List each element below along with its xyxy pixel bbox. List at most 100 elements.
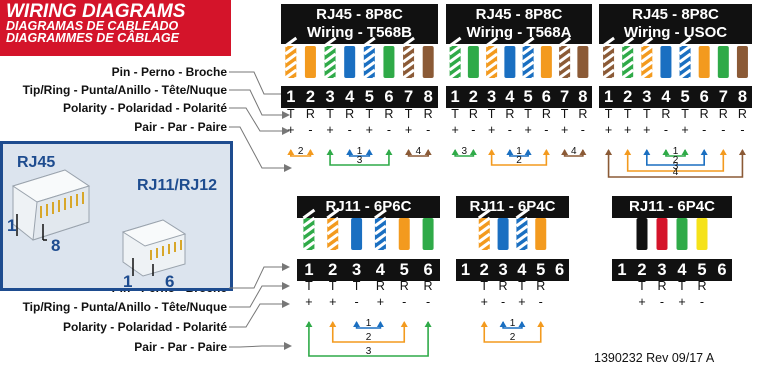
pin-number: 8	[578, 88, 588, 106]
pair-number: 1	[366, 318, 372, 329]
diagram-header-6: RJ11 - 6P4C	[612, 196, 732, 218]
polarity-cell: -	[544, 123, 549, 137]
wire-4	[660, 46, 672, 78]
polarity-cell: -	[538, 295, 543, 309]
polarity-cell: -	[721, 123, 726, 137]
polarity-cell: -	[425, 295, 431, 309]
tip-ring-cell: T	[678, 279, 686, 293]
wire-2	[304, 46, 316, 78]
pair-number: 4	[673, 167, 679, 178]
pair-number: 1	[673, 146, 679, 157]
pair-arrow: 1	[506, 146, 532, 157]
pair-arrow: 1	[346, 146, 373, 157]
pin-number: 3	[351, 261, 362, 279]
tip-ring-cell: R	[375, 279, 385, 293]
tip-ring-cell: R	[384, 107, 394, 121]
pin-number: 1	[286, 88, 296, 106]
wire-5	[362, 36, 376, 88]
polarity-cell: +	[305, 295, 313, 309]
diagram-header-5: RJ11 - 6P4C	[456, 196, 569, 218]
polarity-cell: +	[329, 295, 337, 309]
pair-arrow: 2	[480, 321, 545, 343]
diagram-title-line-1: RJ45 - 8P8C	[316, 6, 403, 23]
pair-arrow: 2	[488, 149, 550, 166]
pair-number: 3	[366, 346, 372, 357]
pin-number: 3	[642, 88, 652, 106]
polarity-cell: +	[518, 295, 526, 309]
title-line-1: WIRING DIAGRAMS	[6, 1, 186, 22]
tip-ring-cell: T	[404, 107, 413, 121]
polarity-cell: +	[524, 123, 532, 137]
tip-ring-cell: T	[326, 107, 334, 121]
pin-number: 4	[345, 88, 355, 106]
polarity-row-4: + + - + - -	[297, 296, 440, 309]
wire-8	[736, 46, 748, 78]
pin-number: 2	[479, 261, 489, 279]
polarity-cell: +	[480, 295, 488, 309]
wire-3	[640, 36, 654, 88]
tip-ring-cell: T	[451, 107, 459, 121]
wire-5	[678, 36, 692, 88]
tip-ring-cell: R	[498, 279, 508, 293]
pin-number: 1	[304, 261, 314, 279]
pin-number: 1	[617, 261, 627, 279]
pin-number: 5	[697, 261, 707, 279]
tip-ring-cell: R	[578, 107, 588, 121]
tip-ring-cell: R	[345, 107, 355, 121]
tip-ring-cell: R	[399, 279, 409, 293]
polarity-cell: +	[451, 123, 459, 137]
wire-7	[402, 36, 415, 88]
pair-arrow: 3	[624, 149, 727, 172]
wire-1	[448, 36, 462, 88]
tip-ring-cell: R	[541, 107, 551, 121]
wire-4	[344, 46, 356, 78]
label-tip-ring-bottom: Tip/Ring - Punta/Anillo - Tête/Nuque	[22, 300, 227, 314]
rj45-label: RJ45	[17, 154, 56, 171]
polarity-cell: -	[580, 123, 585, 137]
tip-ring-cell: R	[423, 107, 433, 121]
pin-number: 4	[517, 261, 527, 279]
pin-number: 7	[718, 88, 728, 106]
polarity-cell: +	[560, 123, 569, 137]
tip-ring-cell: T	[604, 107, 613, 121]
label-polarity-top: Polarity - Polaridad - Polarité	[62, 101, 227, 115]
tip-ring-cell: R	[657, 279, 667, 293]
wire-1	[602, 36, 615, 88]
wire-1	[636, 218, 648, 250]
pair-number: 2	[510, 332, 516, 343]
rj45-plug-image	[11, 169, 91, 241]
label-pin-top: Pin - Perno - Broche	[111, 65, 227, 79]
tip-ring-cell: T	[560, 107, 569, 121]
polarity-cell: -	[507, 123, 512, 137]
diagram-title-line-2: Wiring - USOC	[623, 24, 728, 41]
polarity-row-6: +-+-	[632, 296, 712, 309]
tip-ring-cell: T	[623, 107, 632, 121]
polarity-cell: -	[659, 295, 665, 309]
wire-4	[535, 218, 547, 250]
pin-number: 4	[505, 88, 515, 106]
pair-arrow: 3	[305, 321, 432, 357]
polarity-cell: -	[354, 295, 359, 309]
pin-number: 8	[423, 88, 433, 106]
polarity-cell: -	[402, 295, 407, 309]
polarity-cell: -	[740, 123, 745, 137]
wire-3	[323, 36, 337, 88]
pair-number: 3	[357, 155, 363, 166]
diagram-title-line-2: Wiring - T568B	[307, 24, 412, 41]
pin-number: 2	[328, 261, 338, 279]
polarity-cell: +	[376, 295, 385, 309]
wire-6	[383, 46, 395, 78]
pin-number: 3	[487, 88, 497, 106]
pair-number: 2	[516, 155, 522, 166]
tip-ring-cell: T	[638, 279, 646, 293]
diagram-title: RJ11 - 6P4C	[629, 198, 715, 215]
rj45-pin-1-label: 1	[7, 216, 17, 235]
